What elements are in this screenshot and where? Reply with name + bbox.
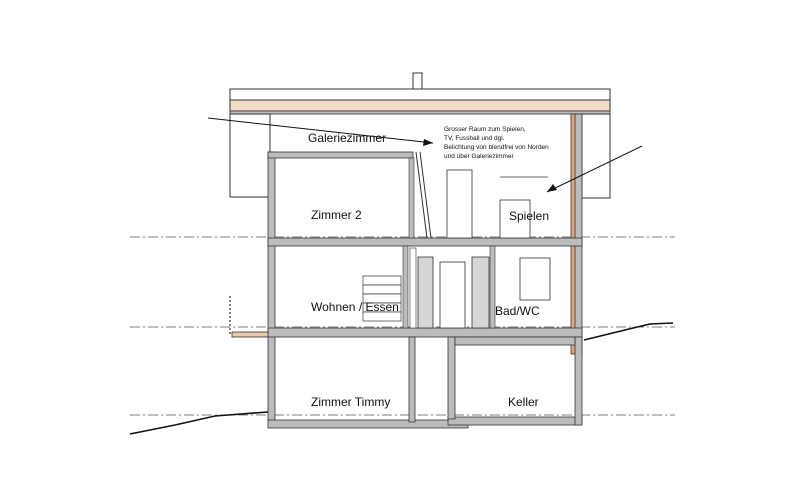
note-line-4: und über Galeriezimmer bbox=[444, 153, 515, 160]
interior-wall-ground-1 bbox=[402, 245, 409, 329]
label-bad-wc: Bad/WC bbox=[495, 304, 540, 318]
stair-stringer bbox=[415, 151, 428, 239]
interior-wall-ground-2 bbox=[489, 245, 496, 329]
staircase bbox=[362, 275, 402, 322]
note-line-1: Grosser Raum zum Spielen, bbox=[444, 126, 526, 133]
basement-mid-wall-2 bbox=[447, 336, 456, 420]
label-zimmer-timmy: Zimmer Timmy bbox=[311, 395, 390, 409]
roof-slab bbox=[229, 110, 611, 115]
spielen-furniture bbox=[499, 199, 531, 239]
arrow-line-right bbox=[546, 145, 643, 193]
arrowhead-right bbox=[547, 184, 557, 192]
right-exterior-wall bbox=[574, 113, 583, 355]
basement-right-wall bbox=[574, 336, 583, 426]
basement-mid-wall-1 bbox=[408, 336, 416, 423]
label-wohnen-essen: Wohnen / Essen bbox=[311, 300, 399, 314]
spielen-note: Grosser Raum zum Spielen, TV, Fussball u… bbox=[444, 126, 549, 160]
terrain-left bbox=[129, 411, 269, 435]
annotation-arrows bbox=[207, 117, 643, 193]
left-exterior-wall bbox=[267, 151, 276, 423]
ground-post bbox=[409, 247, 417, 329]
stair-stringer-2 bbox=[419, 151, 432, 239]
gallery-slab bbox=[267, 151, 414, 159]
level-lines bbox=[130, 236, 675, 416]
ground-door bbox=[439, 261, 466, 329]
terrace-ledge bbox=[231, 331, 269, 338]
terrain-right bbox=[583, 322, 674, 341]
interior-wall-upper bbox=[408, 157, 415, 239]
note-line-2: TV, Fussball und dgl. bbox=[444, 135, 505, 142]
label-spielen: Spielen bbox=[509, 209, 549, 223]
ground-element-1 bbox=[417, 256, 434, 329]
right-overhang-panel bbox=[581, 113, 611, 199]
arrowhead-left bbox=[423, 139, 433, 146]
note-line-3: Belichtung von blendfrei von Norden bbox=[444, 144, 549, 151]
basement-floor-right bbox=[447, 416, 583, 426]
upper-cabinet bbox=[446, 169, 473, 239]
arrow-line-left bbox=[207, 117, 434, 144]
label-galeriezimmer: Galeriezimmer bbox=[308, 131, 386, 145]
label-zimmer-2: Zimmer 2 bbox=[311, 208, 362, 222]
basement-keller-ceiling bbox=[454, 336, 576, 346]
label-keller: Keller bbox=[508, 395, 539, 409]
roof-insulation bbox=[229, 99, 611, 112]
ground-element-2 bbox=[471, 256, 490, 329]
ground-floor-slab bbox=[267, 327, 583, 338]
basement-floor-left bbox=[267, 419, 469, 429]
left-overhang-panel bbox=[229, 113, 271, 198]
roof-top-layer bbox=[229, 88, 611, 101]
upper-floor-slab bbox=[267, 237, 583, 247]
chimney bbox=[412, 72, 423, 90]
bad-fixture bbox=[519, 257, 551, 301]
